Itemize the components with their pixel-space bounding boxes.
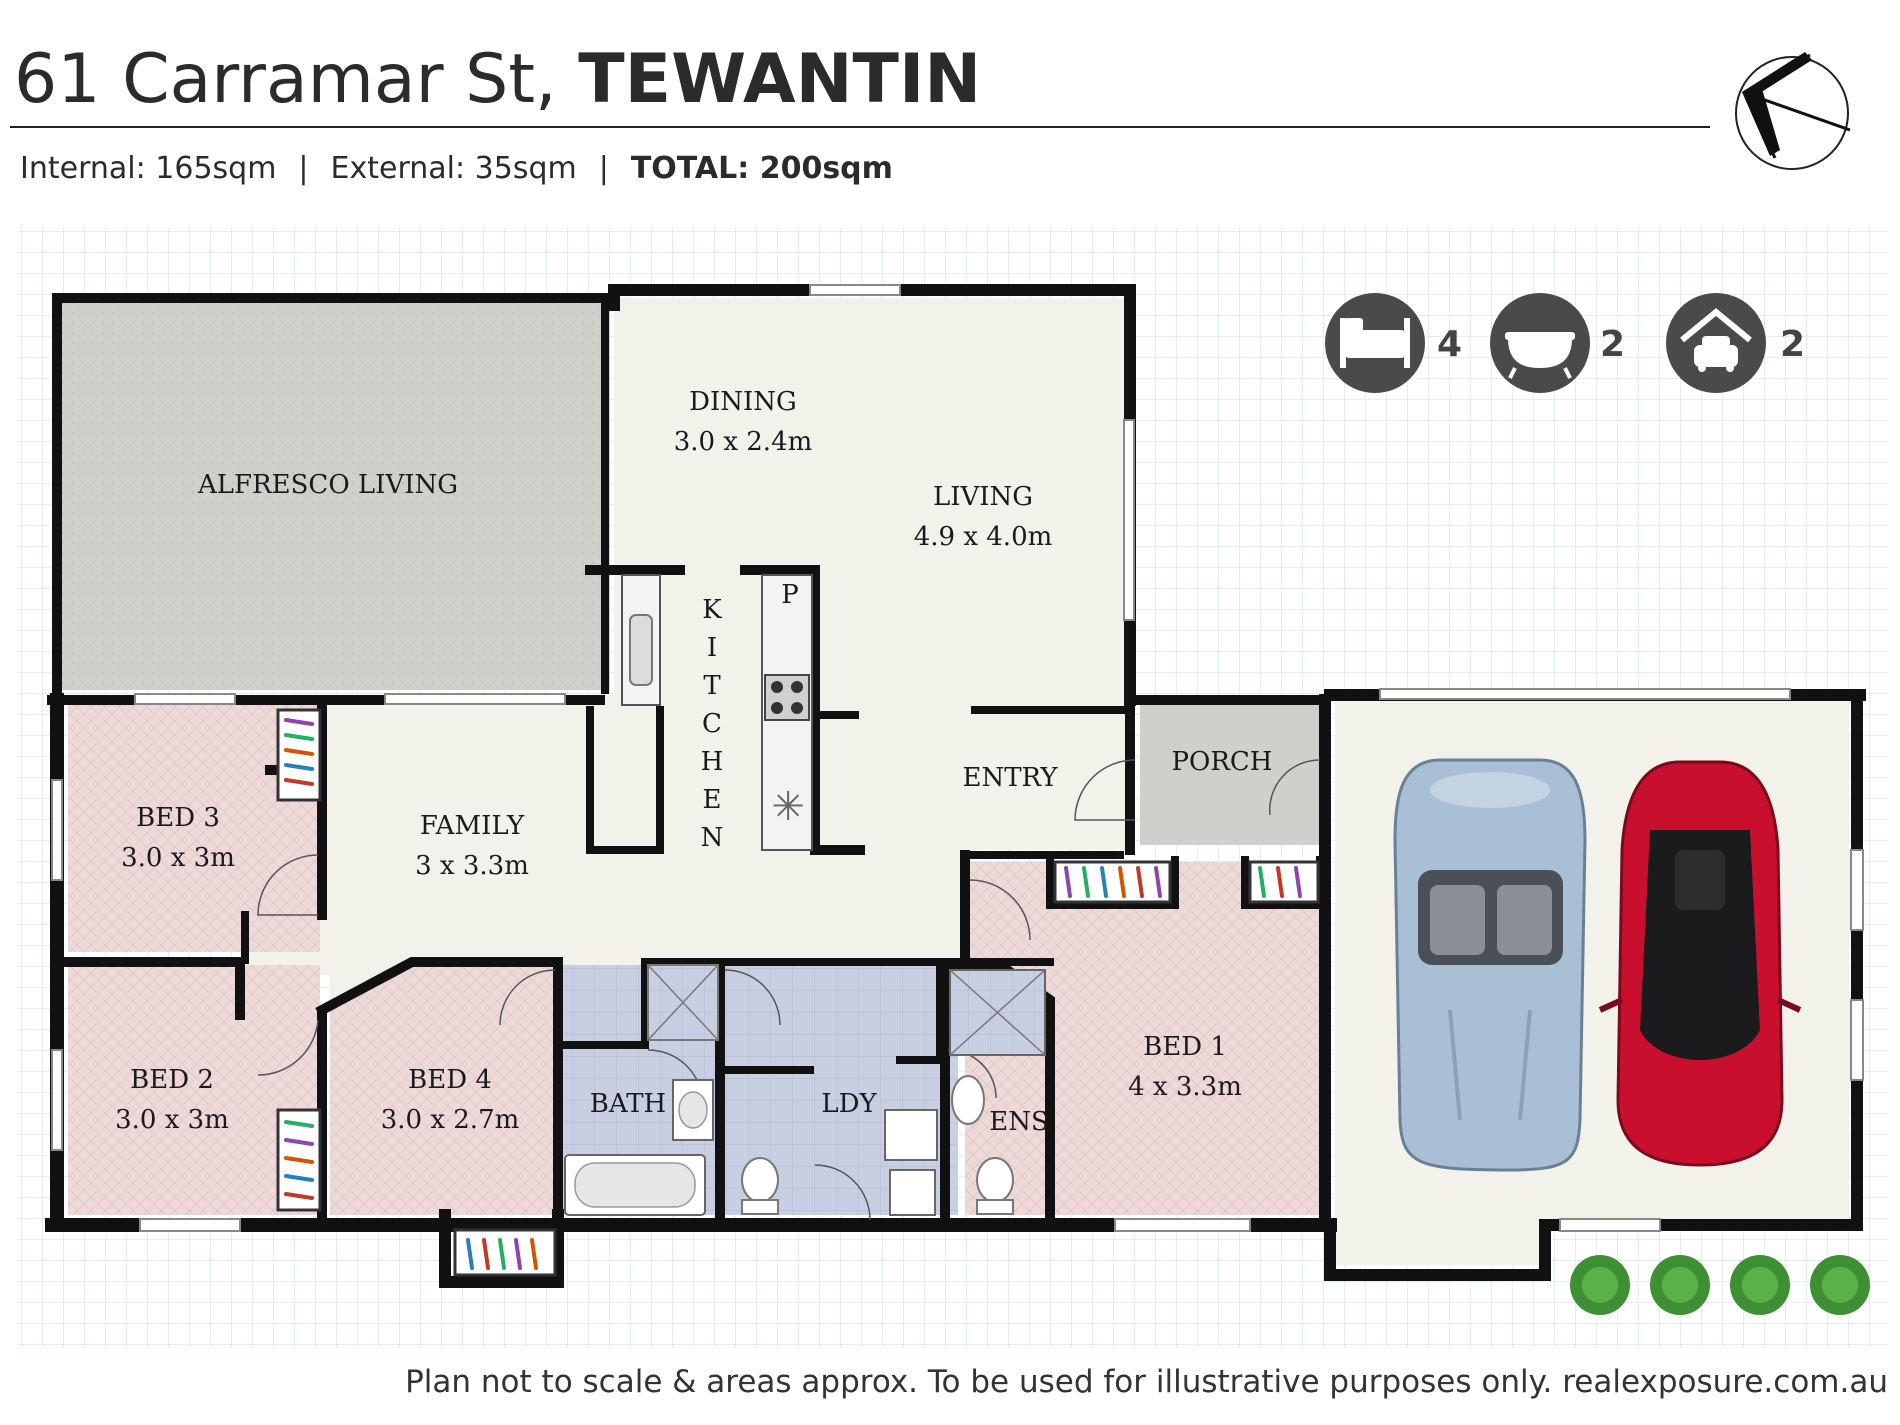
laundry-tub-icon xyxy=(884,1109,938,1161)
total-area: TOTAL: 200sqm xyxy=(631,151,893,186)
bedroom-count: 4 xyxy=(1437,324,1462,365)
car-red-icon xyxy=(1598,760,1802,1167)
bath-label: BATH xyxy=(590,1089,666,1119)
family-label: FAMILY xyxy=(420,811,525,841)
entry-label: ENTRY xyxy=(962,763,1058,793)
alfresco-label: ALFRESCO LIVING xyxy=(197,470,458,500)
kitchen-letter: N xyxy=(701,823,724,853)
dining-label: DINING xyxy=(689,387,797,417)
washer-icon xyxy=(889,1169,936,1216)
kitchen-fixtures: ✳ xyxy=(621,574,813,851)
ensuite-basin-icon xyxy=(951,1075,985,1125)
bed4-floor xyxy=(330,965,555,1215)
bed3-label: BED 3 xyxy=(136,803,220,833)
toilet-icon xyxy=(741,1157,779,1203)
shrubs xyxy=(1570,1255,1870,1315)
kitchen-letter: E xyxy=(703,785,722,815)
sink-icon xyxy=(629,614,653,686)
door-swings xyxy=(257,759,1321,1221)
garage-count: 2 xyxy=(1780,324,1805,365)
suburb-text: TEWANTIN xyxy=(578,40,981,119)
room-floors xyxy=(60,298,1850,1265)
kitchen-letter: T xyxy=(703,671,721,701)
dining-size: 3.0 x 2.4m xyxy=(674,427,813,457)
bed4-label: BED 4 xyxy=(408,1065,492,1095)
disclaimer-text: Plan not to scale & areas approx. To be … xyxy=(405,1364,1888,1400)
porch-label: PORCH xyxy=(1172,747,1273,777)
bed2-size: 3.0 x 3m xyxy=(115,1105,229,1135)
area-summary: Internal: 165sqm | External: 35sqm | TOTAL: … xyxy=(20,151,893,186)
bed4-size: 3.0 x 2.7m xyxy=(381,1105,520,1135)
fridge-icon: ✳ xyxy=(771,784,805,830)
bed1-label: BED 1 xyxy=(1143,1032,1227,1062)
cooktop-icon xyxy=(764,674,810,721)
bath-fixtures xyxy=(564,964,1046,1216)
kitchen-letter: K xyxy=(702,595,722,625)
living-label: LIVING xyxy=(933,482,1033,512)
family-size: 3 x 3.3m xyxy=(415,851,529,881)
kitchen-letter: C xyxy=(702,709,722,739)
alfresco-floor xyxy=(60,298,610,690)
feature-garage: 2 xyxy=(1666,293,1805,393)
header: 61 Carramar St, TEWANTIN Internal: 165sq… xyxy=(10,40,1851,186)
bed2-label: BED 2 xyxy=(130,1065,214,1095)
kitchen-letter: H xyxy=(701,747,724,777)
windows xyxy=(51,284,1864,1232)
wardrobes xyxy=(276,708,1320,1277)
ldy-label: LDY xyxy=(821,1089,877,1119)
feature-bathrooms: 2 xyxy=(1490,293,1625,393)
living-floor xyxy=(245,298,1125,1040)
compass-icon xyxy=(1735,52,1851,170)
external-area: External: 35sqm xyxy=(331,151,577,186)
ens-label: ENS xyxy=(989,1107,1049,1137)
address-text: 61 Carramar St, TEWANTIN xyxy=(14,40,981,119)
kitchen-letter: I xyxy=(707,633,717,663)
area-separator: | xyxy=(599,151,609,186)
living-size: 4.9 x 4.0m xyxy=(914,522,1053,552)
car-blue-icon xyxy=(1393,758,1587,1172)
wardrobe-bed1-a xyxy=(1053,860,1172,904)
pantry-label: P xyxy=(781,580,799,610)
bed1-size: 4 x 3.3m xyxy=(1128,1072,1242,1102)
room-labels: ALFRESCO LIVING DINING 3.0 x 2.4m LIVING… xyxy=(115,387,1272,1137)
area-separator: | xyxy=(298,151,308,186)
ensuite-toilet-icon xyxy=(976,1157,1014,1203)
feature-bedrooms: 4 xyxy=(1325,293,1462,393)
porch-floor xyxy=(1140,700,1325,845)
internal-area: Internal: 165sqm xyxy=(20,151,276,186)
bed3-size: 3.0 x 3m xyxy=(121,843,235,873)
bathroom-count: 2 xyxy=(1600,324,1625,365)
